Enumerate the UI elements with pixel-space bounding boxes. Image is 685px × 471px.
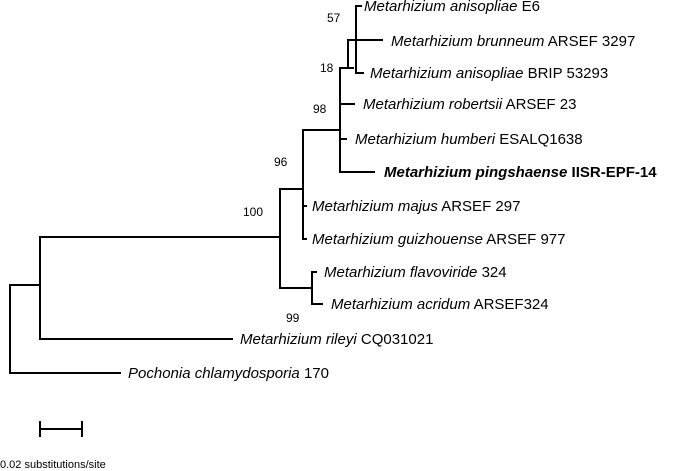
taxon-label: Metarhizium anisopliae E6: [364, 0, 540, 15]
branch-root: [9, 284, 121, 374]
taxon-label: Pochonia chlamydosporia 170: [128, 365, 329, 382]
scale-bar-label: 0.02 substitutions/site: [0, 459, 106, 471]
taxon-label: Metarhizium flavoviride 324: [324, 264, 507, 281]
bootstrap-values: 57 18 98 96 100 99: [243, 11, 341, 325]
bootstrap-100: 100: [243, 205, 263, 219]
branch-metarhizium-core: [279, 188, 313, 289]
bootstrap-99: 99: [286, 311, 300, 325]
branch-ingroup: [39, 236, 281, 340]
taxon-label: Metarhizium brunneum ARSEF 3297: [391, 33, 635, 50]
taxon-label: Metarhizium guizhouense ARSEF 977: [312, 231, 566, 248]
taxon-labels: Metarhizium anisopliae E6 Metarhizium br…: [128, 0, 657, 382]
bootstrap-57: 57: [327, 11, 341, 25]
branch-brunneum-group: [355, 5, 383, 74]
bootstrap-18: 18: [320, 61, 334, 75]
scale-bar-line: [39, 421, 83, 437]
scale-bar: 0.02 substitutions/site: [0, 421, 106, 471]
tree-branches: [9, 5, 383, 374]
taxon-label: Metarhizium humberi ESALQ1638: [355, 131, 583, 148]
taxon-label: Metarhizium majus ARSEF 297: [312, 198, 520, 215]
bootstrap-96: 96: [274, 155, 288, 169]
branch-flavoviride-group: [311, 271, 323, 305]
taxon-label: Metarhizium rileyi CQ031021: [240, 331, 433, 348]
taxon-label: Metarhizium anisopliae BRIP 53293: [370, 65, 608, 82]
taxon-label: Metarhizium robertsii ARSEF 23: [363, 96, 576, 113]
branch-anisopliae-group: [339, 67, 375, 173]
bootstrap-98: 98: [313, 102, 327, 116]
taxon-label-highlighted: Metarhizium pingshaense IISR-EPF-14: [384, 164, 657, 181]
branch-e6-group: [347, 39, 357, 69]
taxon-label: Metarhizium acridum ARSEF324: [331, 296, 549, 313]
branch-majus-group: [302, 129, 341, 240]
